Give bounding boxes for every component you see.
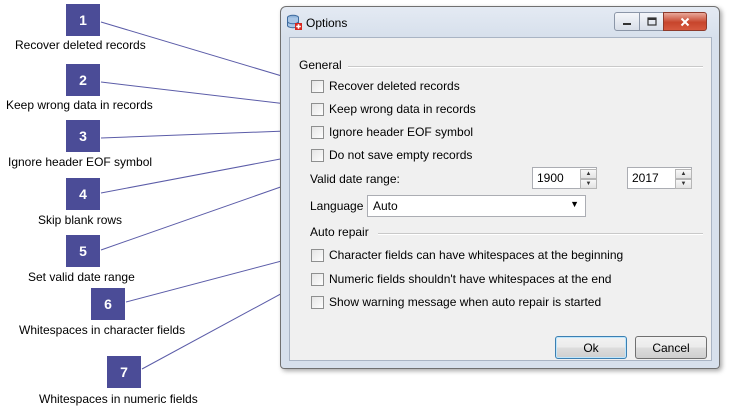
callout-badge-2: 2 [66, 64, 100, 96]
dialog-client-area: General Recover deleted records Keep wro… [289, 37, 712, 361]
callout-badge-5: 5 [66, 235, 100, 267]
checkbox-box [311, 125, 324, 139]
char-whitespace-checkbox[interactable]: Character fields can have whitespaces at… [311, 248, 623, 262]
callout-caption-1: Recover deleted records [15, 38, 146, 52]
auto-repair-group-label: Auto repair [310, 225, 369, 239]
window-title: Options [306, 16, 348, 30]
minimize-button[interactable] [614, 12, 640, 31]
callout-badge-6: 6 [91, 288, 125, 320]
callout-badge-1: 1 [66, 4, 100, 36]
callout-caption-6: Whitespaces in character fields [19, 323, 186, 337]
date-from-arrows: ▲ ▼ [580, 169, 597, 189]
date-to-value: 2017 [632, 171, 659, 185]
recover-deleted-checkbox[interactable]: Recover deleted records [311, 79, 460, 93]
callout-caption-2: Keep wrong data in records [6, 98, 153, 112]
language-value: Auto [373, 199, 398, 213]
checkbox-box [311, 148, 324, 162]
numeric-whitespace-checkbox[interactable]: Numeric fields shouldn't have whitespace… [311, 272, 611, 286]
title-bar[interactable]: Options [281, 7, 719, 37]
callout-caption-7: Whitespaces in numeric fields [39, 392, 198, 406]
recover-deleted-label: Recover deleted records [329, 79, 460, 93]
checkbox-box [311, 272, 324, 286]
spin-down-icon[interactable]: ▼ [580, 179, 597, 189]
checkbox-box [311, 248, 324, 262]
cancel-button[interactable]: Cancel [635, 336, 707, 359]
callout-caption-4: Skip blank rows [38, 213, 123, 227]
minimize-icon [615, 13, 639, 30]
general-group-divider [348, 66, 703, 68]
close-icon [664, 13, 706, 30]
close-button[interactable] [663, 12, 707, 31]
checkbox-box [311, 79, 324, 93]
spin-up-icon[interactable]: ▲ [675, 169, 692, 179]
date-to-arrows: ▲ ▼ [675, 169, 692, 189]
checkbox-box [311, 295, 324, 309]
keep-wrong-data-checkbox[interactable]: Keep wrong data in records [311, 102, 476, 116]
show-warning-checkbox[interactable]: Show warning message when auto repair is… [311, 295, 601, 309]
maximize-icon [640, 13, 663, 30]
date-to-spinner[interactable]: 2017 ▲ ▼ [627, 167, 692, 189]
callout-badge-7: 7 [107, 356, 141, 388]
options-dialog: Options General Recover deleted records [280, 6, 720, 369]
spin-down-icon[interactable]: ▼ [675, 179, 692, 189]
maximize-button[interactable] [639, 12, 664, 31]
auto-repair-group-divider [378, 233, 703, 235]
date-range-label: Valid date range: [310, 172, 400, 186]
language-label: Language [310, 199, 364, 213]
no-empty-records-checkbox[interactable]: Do not save empty records [311, 148, 472, 162]
keep-wrong-data-label: Keep wrong data in records [329, 102, 476, 116]
checkbox-box [311, 102, 324, 116]
ignore-eof-checkbox[interactable]: Ignore header EOF symbol [311, 125, 473, 139]
callout-badge-3: 3 [66, 120, 100, 152]
language-select[interactable]: Auto ▼ [367, 195, 586, 217]
date-from-value: 1900 [537, 171, 564, 185]
spin-up-icon[interactable]: ▲ [580, 169, 597, 179]
callout-caption-3: Ignore header EOF symbol [8, 155, 153, 169]
date-from-spinner[interactable]: 1900 ▲ ▼ [532, 167, 597, 189]
show-warning-label: Show warning message when auto repair is… [329, 295, 602, 309]
numeric-whitespace-label: Numeric fields shouldn't have whitespace… [329, 272, 612, 286]
ok-button[interactable]: Ok [555, 336, 627, 359]
general-group-label: General [299, 58, 342, 72]
ignore-eof-label: Ignore header EOF symbol [329, 125, 474, 139]
database-add-icon [287, 14, 302, 30]
callout-caption-5: Set valid date range [28, 270, 135, 284]
callout-badge-4: 4 [66, 178, 100, 210]
no-empty-records-label: Do not save empty records [329, 148, 473, 162]
chevron-down-icon: ▼ [570, 199, 579, 209]
char-whitespace-label: Character fields can have whitespaces at… [329, 248, 624, 262]
